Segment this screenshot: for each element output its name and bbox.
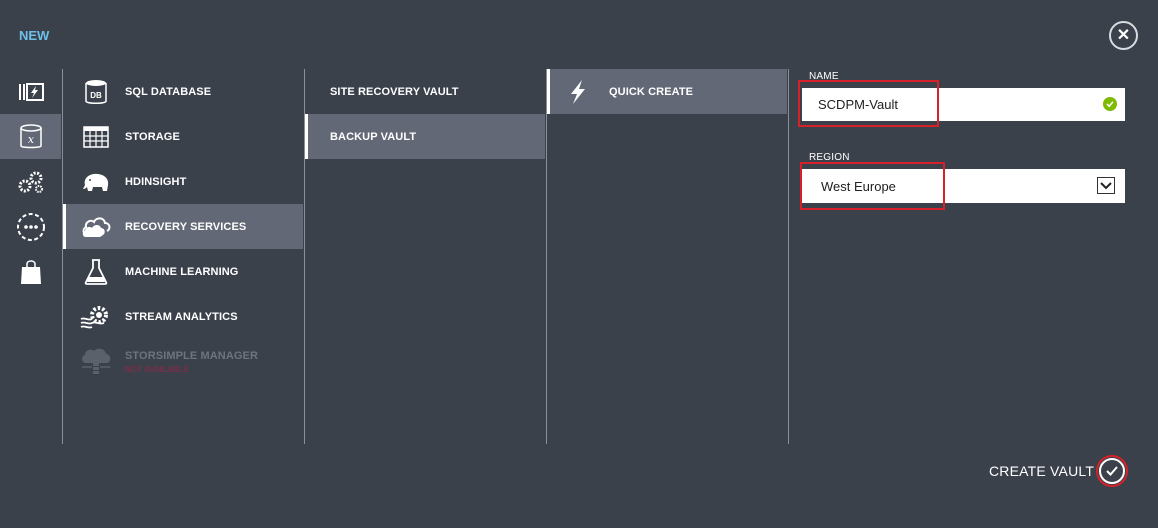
vault-type-backup[interactable]: BACKUP VAULT bbox=[305, 114, 545, 159]
region-select-value: West Europe bbox=[821, 178, 896, 194]
service-label: RECOVERY SERVICES bbox=[125, 220, 247, 233]
create-options-list: QUICK CREATE bbox=[547, 69, 787, 114]
category-compute[interactable] bbox=[0, 69, 62, 114]
more-services-icon bbox=[17, 212, 45, 241]
recovery-cloud-icon bbox=[82, 216, 111, 237]
elephant-icon bbox=[83, 173, 109, 191]
name-label: NAME bbox=[809, 71, 839, 82]
not-available-badge: NOT AVAILABLE bbox=[125, 364, 189, 374]
service-machine-learning[interactable]: MACHINE LEARNING bbox=[63, 249, 303, 294]
storage-icon bbox=[83, 125, 109, 148]
services-list: DB SQL DATABASE STORAGE HDINSIGHT bbox=[63, 69, 303, 384]
valid-check-icon bbox=[1103, 97, 1117, 111]
vault-type-label: BACKUP VAULT bbox=[330, 130, 417, 143]
vault-type-list: SITE RECOVERY VAULT BACKUP VAULT bbox=[305, 69, 545, 159]
data-services-icon: x bbox=[19, 123, 42, 148]
service-label: HDINSIGHT bbox=[125, 175, 187, 188]
category-bar: x bbox=[0, 69, 62, 294]
region-label: REGION bbox=[809, 152, 850, 163]
vault-type-label: SITE RECOVERY VAULT bbox=[330, 85, 459, 98]
option-label: QUICK CREATE bbox=[609, 85, 694, 98]
region-select[interactable]: West Europe bbox=[802, 169, 1125, 203]
shopping-bag-icon bbox=[21, 259, 41, 284]
close-button[interactable]: ✕ bbox=[1109, 21, 1138, 50]
stream-gear-icon bbox=[80, 305, 108, 328]
divider bbox=[304, 69, 305, 444]
gears-icon bbox=[18, 171, 43, 193]
category-app-services[interactable] bbox=[0, 159, 62, 204]
divider bbox=[546, 69, 547, 444]
svg-text:x: x bbox=[27, 133, 34, 146]
compute-services-icon bbox=[19, 82, 44, 101]
region-highlight bbox=[800, 162, 945, 210]
page-title: NEW bbox=[19, 28, 50, 43]
service-storsimple-manager: STORSIMPLE MANAGER NOT AVAILABLE bbox=[63, 339, 303, 384]
service-stream-analytics[interactable]: STREAM ANALYTICS bbox=[63, 294, 303, 339]
divider bbox=[62, 69, 63, 444]
service-label: SQL DATABASE bbox=[125, 85, 212, 98]
category-network-services[interactable] bbox=[0, 204, 62, 249]
name-highlight bbox=[798, 80, 939, 127]
sql-database-icon: DB bbox=[85, 79, 107, 104]
category-store[interactable] bbox=[0, 249, 62, 294]
service-label: MACHINE LEARNING bbox=[125, 265, 239, 278]
service-recovery-services[interactable]: RECOVERY SERVICES bbox=[63, 204, 303, 249]
category-data-services[interactable]: x bbox=[0, 114, 61, 159]
name-input[interactable]: SCDPM-Vault bbox=[802, 88, 1125, 121]
flask-icon bbox=[84, 258, 108, 285]
lightning-icon bbox=[571, 79, 585, 104]
service-hdinsight[interactable]: HDINSIGHT bbox=[63, 159, 303, 204]
name-input-value: SCDPM-Vault bbox=[818, 97, 898, 112]
create-vault-button[interactable] bbox=[1096, 455, 1128, 487]
close-icon: ✕ bbox=[1116, 26, 1131, 44]
checkmark-icon bbox=[1106, 466, 1118, 476]
service-storage[interactable]: STORAGE bbox=[63, 114, 303, 159]
chevron-down-icon[interactable] bbox=[1097, 177, 1115, 194]
option-quick-create[interactable]: QUICK CREATE bbox=[547, 69, 787, 114]
service-label-disabled: STORSIMPLE MANAGER bbox=[125, 349, 258, 362]
service-label: STORAGE bbox=[125, 130, 180, 143]
divider bbox=[788, 69, 789, 444]
service-label: STREAM ANALYTICS bbox=[125, 310, 238, 323]
service-sql-database[interactable]: DB SQL DATABASE bbox=[63, 69, 303, 114]
storsimple-cloud-icon bbox=[82, 348, 111, 374]
svg-text:DB: DB bbox=[90, 91, 102, 100]
vault-type-site-recovery[interactable]: SITE RECOVERY VAULT bbox=[305, 69, 545, 114]
create-vault-label: CREATE VAULT bbox=[989, 463, 1095, 479]
